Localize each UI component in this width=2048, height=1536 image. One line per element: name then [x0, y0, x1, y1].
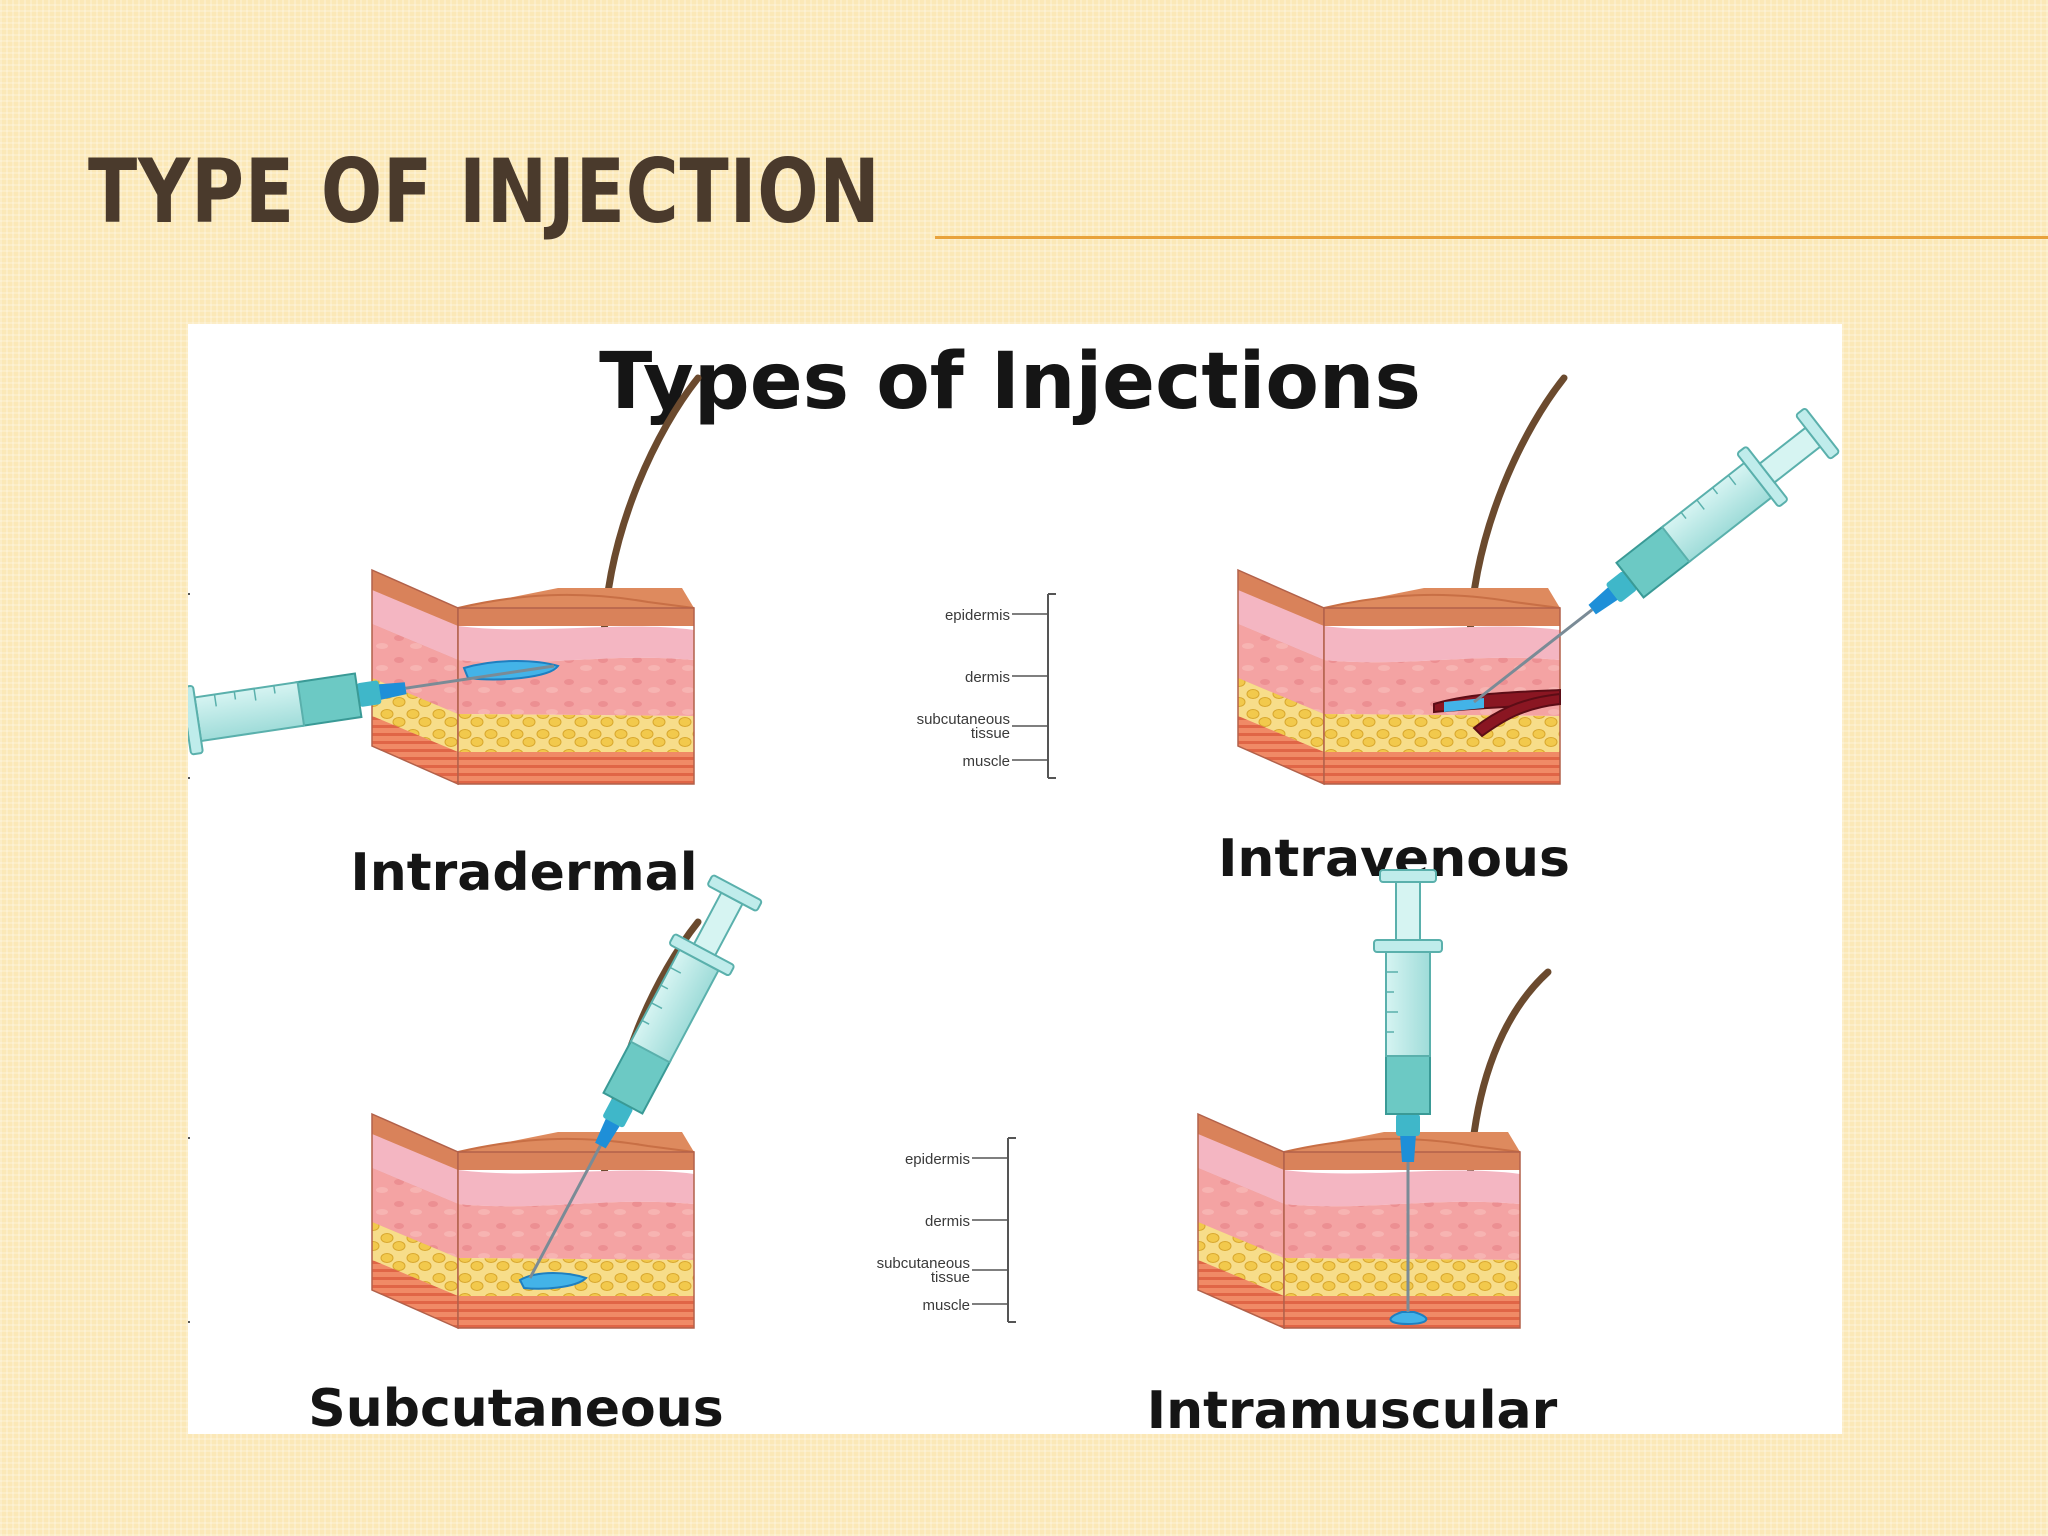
panel-label-intradermal: Intradermal	[350, 843, 697, 903]
label-dermis: dermis	[925, 1213, 970, 1230]
medicine-deposit	[1389, 1311, 1428, 1326]
label-epidermis: epidermis	[905, 1151, 970, 1168]
label-epidermis: epidermis	[945, 607, 1010, 624]
panel-intravenous: epidermis dermis subcutaneous tissue mus…	[917, 374, 1842, 785]
label-muscle: muscle	[922, 1297, 970, 1314]
vein-branch	[1472, 692, 1561, 738]
label-dermis: dermis	[965, 669, 1010, 686]
label-muscle: muscle	[962, 753, 1010, 770]
figure-title: Types of Injections	[599, 337, 1421, 427]
label-tissue: tissue	[971, 725, 1010, 742]
label-tissue: tissue	[931, 1269, 970, 1286]
label-subcutaneous: subcutaneous	[917, 711, 1010, 728]
medicine-deposit	[518, 1272, 588, 1290]
title-underline	[935, 236, 2048, 239]
panel-intramuscular: epidermis dermis subcutaneous tissue mus…	[877, 868, 1552, 1329]
slide-title: TYPE OF INJECTION	[88, 140, 881, 243]
panel-label-intramuscular: Intramuscular	[1147, 1381, 1558, 1434]
panel-label-subcutaneous: Subcutaneous	[308, 1379, 723, 1434]
injection-types-figure: Types of Injections epidermis dermis sub…	[188, 324, 1842, 1434]
panel-intradermal: epidermis dermis subcutaneous tissue mus…	[188, 374, 702, 785]
panel-subcutaneous: epidermis dermis subcutaneous tissue mus…	[188, 870, 770, 1329]
label-subcutaneous: subcutaneous	[877, 1255, 970, 1272]
